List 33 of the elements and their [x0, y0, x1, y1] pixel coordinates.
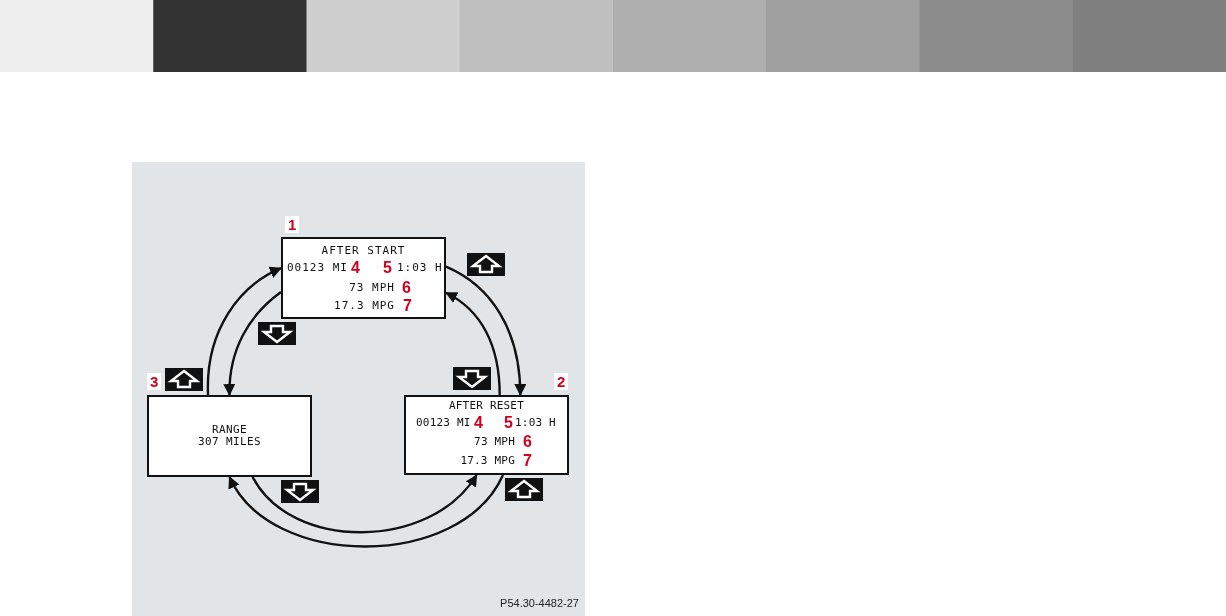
display-box [281, 237, 446, 319]
callout-number: 7 [523, 453, 532, 469]
display-text: 73 MPH [474, 436, 515, 448]
display-text: 17.3 MPG [460, 455, 515, 467]
display-box [147, 395, 312, 477]
curved-arrow [206, 267, 282, 395]
callout-number: 3 [147, 373, 162, 390]
callout-number: 5 [383, 260, 392, 276]
display-text: 00123 MI [416, 417, 471, 429]
curved-arrow [251, 474, 478, 534]
callout-number: 4 [351, 260, 360, 276]
callout-number: 5 [504, 415, 513, 431]
display-text: 73 MPH [349, 282, 395, 294]
callout-number: 2 [554, 373, 569, 390]
curved-arrow [445, 291, 501, 396]
display-text: AFTER RESET [448, 400, 525, 412]
callout-number: 4 [474, 415, 483, 431]
callout-number: 6 [523, 434, 532, 450]
callout-number: 6 [402, 280, 411, 296]
display-text: 307 MILES [197, 436, 262, 448]
figure-code: P54.30-4482-27 [500, 597, 579, 610]
curved-arrow [223, 291, 282, 396]
display-box [404, 395, 569, 475]
display-text: 17.3 MPG [334, 300, 395, 312]
display-text: 00123 MI [287, 262, 348, 274]
curved-arrow [445, 265, 526, 396]
display-text: AFTER START [321, 245, 406, 257]
callout-number: 7 [403, 298, 412, 314]
curved-arrow [228, 474, 505, 548]
callout-number: 1 [285, 216, 300, 233]
display-text: 1:03 H [515, 417, 556, 429]
display-text: RANGE [211, 424, 248, 436]
display-text: 1:03 H [397, 262, 443, 274]
